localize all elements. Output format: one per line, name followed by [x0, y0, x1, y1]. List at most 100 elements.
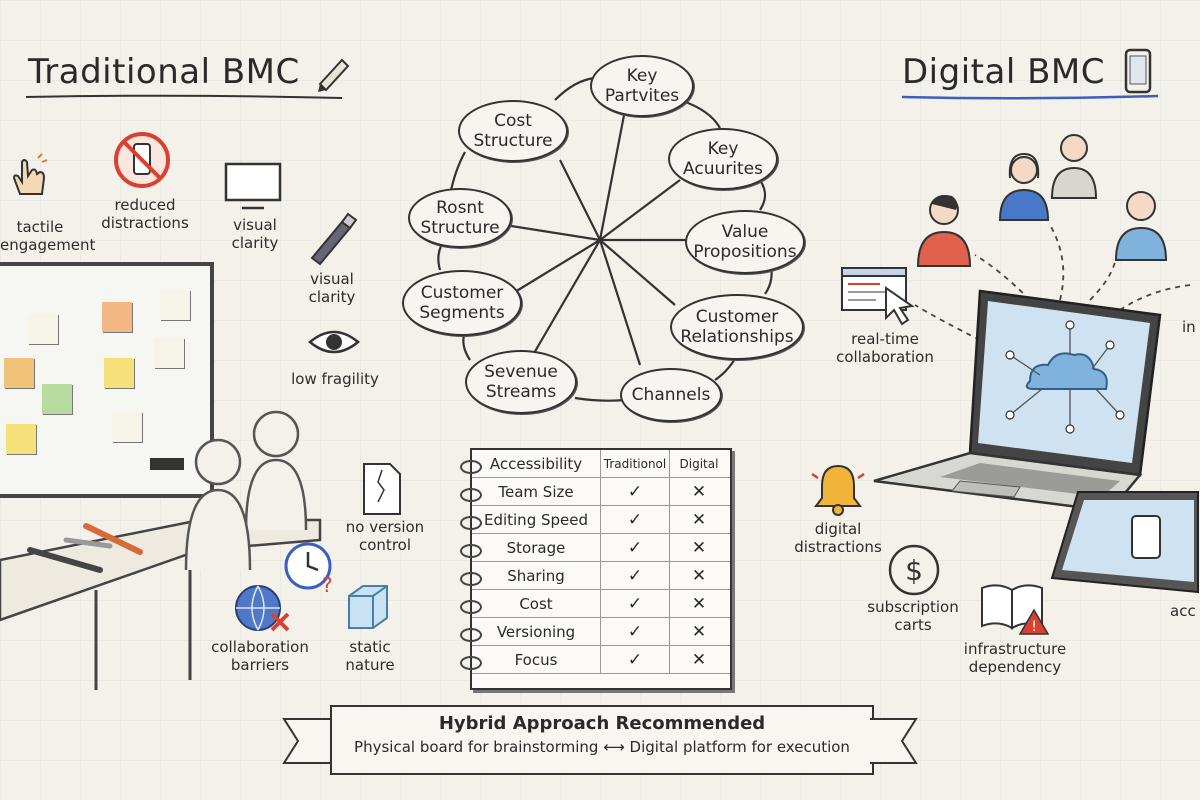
banner-left-ribbon [282, 718, 330, 764]
spiral-ring [460, 460, 482, 474]
table-cell-traditional: ✓ [600, 534, 669, 561]
table-cell-criterion: Storage [506, 538, 566, 557]
eraser [150, 458, 184, 470]
table-cell-traditional: ✓ [600, 506, 669, 533]
sticky-note [28, 314, 58, 344]
table-row: Team Size ✓ ✕ [472, 478, 730, 506]
dollar-coin-icon: $ [888, 544, 940, 596]
banner-right-ribbon [870, 718, 918, 764]
table-row: Focus ✓ ✕ [472, 646, 730, 674]
cycle-node-root-structure: Rosnt Structure [408, 188, 512, 248]
visual-clarity-label-2: visual clarity [308, 270, 356, 306]
spiral-ring [460, 600, 482, 614]
table-cell-criterion: Team Size [498, 482, 574, 501]
sticky-note [42, 384, 72, 414]
tactile-label: tactile engagement [0, 218, 96, 254]
no-phone-icon [114, 132, 170, 188]
table-header-row: Accessibility Traditionol Digital [472, 450, 730, 478]
reduced-distractions-label: reduced distractions [101, 196, 189, 232]
realtime-collaboration-label: real-time collaboration [836, 330, 934, 366]
browser-cursor-icon [841, 267, 915, 326]
digital-distractions-label: digital distractions [794, 520, 882, 556]
hybrid-banner: Hybrid Approach Recommended Physical boa… [330, 705, 874, 775]
laptop-cloud-illustration [873, 289, 1162, 513]
eye-icon [308, 330, 360, 354]
table-cell-criterion: Sharing [507, 566, 565, 585]
table-header-traditional: Traditionol [600, 450, 669, 477]
table-cell-traditional: ✓ [600, 646, 669, 673]
ice-cube-icon [348, 585, 388, 629]
table-cell-criterion: Editing Speed [483, 510, 589, 529]
infrastructure-dependency-label: infrastructure dependency [963, 640, 1067, 676]
bell-icon [811, 464, 865, 516]
sticky-note [4, 358, 34, 388]
svg-text:?: ? [322, 573, 333, 596]
cycle-node-customer-segments: Customer Segments [402, 270, 522, 336]
digital-title-underline [901, 94, 1159, 100]
sticky-note [102, 302, 132, 332]
person-avatar-woman [916, 195, 972, 267]
static-nature-label: static nature [345, 638, 395, 674]
person-avatar-man [1050, 134, 1098, 199]
table-row: Storage ✓ ✕ [472, 534, 730, 562]
table-cell-traditional: ✓ [600, 562, 669, 589]
spiral-ring [460, 488, 482, 502]
table-row: Cost ✓ ✕ [472, 590, 730, 618]
comparison-notebook: Accessibility Traditionol Digital Team S… [460, 448, 732, 690]
tablet-phone-illustration [1050, 491, 1199, 594]
partial-in-label: in [1182, 318, 1196, 336]
svg-text:$: $ [905, 554, 923, 587]
clock-question-icon: ? [284, 542, 333, 596]
sticky-note [160, 290, 190, 320]
person-avatar-woman-2 [998, 152, 1050, 221]
banner-left-text: Physical board for brainstorming [354, 738, 599, 756]
collaboration-barriers-label: collaboration barriers [211, 638, 309, 674]
table-cell-digital: ✕ [669, 478, 728, 505]
table-cell-digital: ✕ [669, 590, 728, 617]
spiral-ring [460, 656, 482, 670]
title-underline [25, 94, 343, 99]
monitor-icon [224, 162, 282, 210]
table-cell-digital: ✕ [669, 534, 728, 561]
person-avatar-man-2 [1114, 191, 1168, 261]
spiral-ring [460, 572, 482, 586]
sticky-note [6, 424, 36, 454]
table-row: Editing Speed ✓ ✕ [472, 506, 730, 534]
subscription-costs-label: subscription carts [867, 598, 959, 634]
table-cell-criterion: Cost [519, 594, 553, 613]
table-cell-traditional: ✓ [600, 590, 669, 617]
banner-subtitle: Physical board for brainstorming ⟷ Digit… [332, 738, 872, 756]
cycle-node-value-propositions: Value Propositions [685, 210, 805, 274]
banner-right-text: Digital platform for execution [629, 738, 850, 756]
table-cell-traditional: ✓ [600, 478, 669, 505]
hand-touch-icon [12, 153, 48, 195]
cycle-node-key-activities: Key Acuurites [668, 128, 778, 190]
traditional-bmc-title: Traditional BMC [28, 52, 300, 92]
broken-document-icon [363, 463, 401, 515]
double-arrow-icon: ⟷ [603, 738, 625, 756]
table-cell-digital: ✕ [669, 618, 728, 645]
table-cell-digital: ✕ [669, 506, 728, 533]
svg-text:!: ! [1031, 619, 1037, 635]
pencil-icon [318, 58, 350, 92]
book-warning-icon: ! [981, 584, 1050, 635]
table-row: Versioning ✓ ✕ [472, 618, 730, 646]
table-header-digital: Digital [669, 450, 728, 477]
cycle-node-revenue-streams: Sevenue Streams [465, 350, 577, 414]
marker-icon [310, 212, 358, 266]
phone-icon [1124, 48, 1152, 94]
cycle-node-channels: Channels [620, 368, 722, 422]
spiral-ring [460, 516, 482, 530]
visual-clarity-label-1: visual clarity [231, 216, 279, 252]
table-cell-criterion: Versioning [496, 622, 576, 641]
table-cell-digital: ✕ [669, 646, 728, 673]
partial-acc-label: acc [1170, 602, 1196, 620]
low-fragility-label: low fragility [291, 370, 379, 388]
banner-title: Hybrid Approach Recommended [438, 713, 766, 734]
cycle-node-key-partners: Key Partvites [590, 55, 694, 117]
table-row: Sharing ✓ ✕ [472, 562, 730, 590]
no-version-label: no version control [345, 518, 425, 554]
table-header-accessibility: Accessibility [489, 454, 583, 473]
digital-bmc-title: Digital BMC [902, 52, 1105, 92]
